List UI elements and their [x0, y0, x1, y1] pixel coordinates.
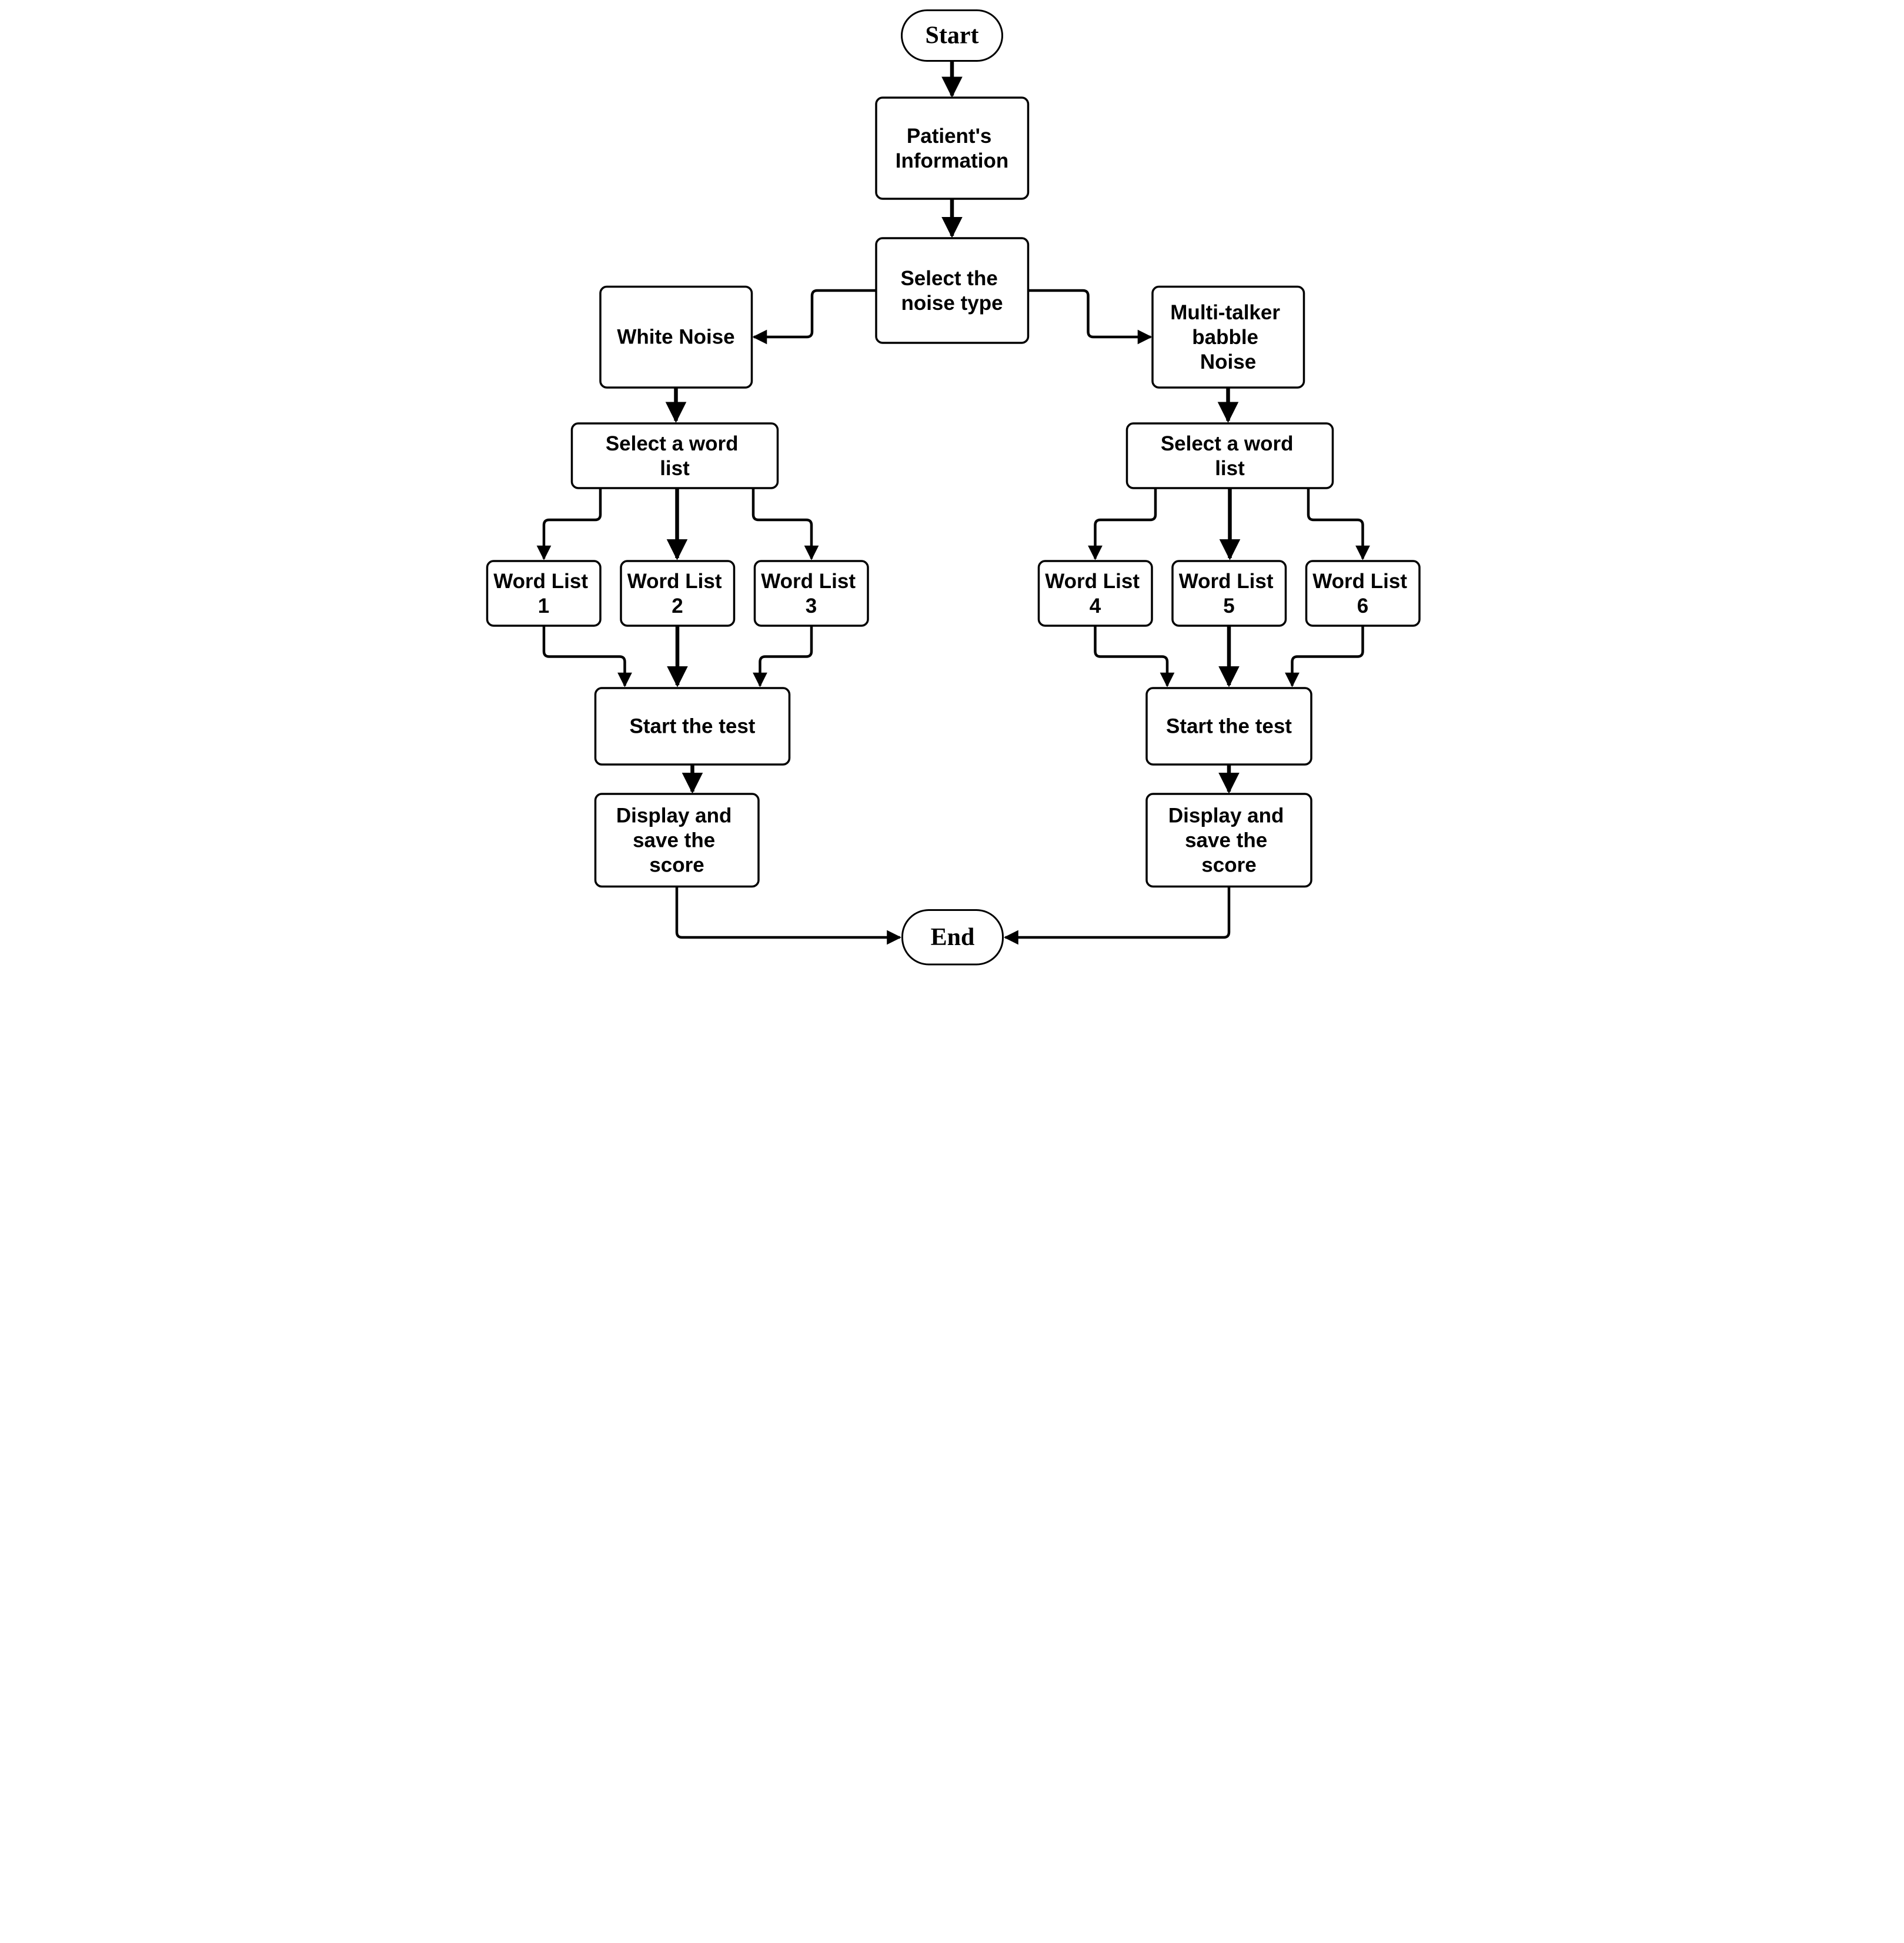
word-list-6-label: Word List 6 — [1312, 570, 1412, 617]
node-select-word-list-right: Select a word list — [1125, 422, 1334, 489]
patient-information-box — [874, 96, 1029, 200]
edge-noise-to-babble-noise — [1028, 289, 1152, 345]
select-word-list-right-box — [1125, 422, 1334, 489]
select-noise-type-box — [874, 237, 1029, 344]
node-word-list-6: Word List 6 — [1305, 560, 1421, 627]
node-start-test-left: Start the test — [594, 687, 790, 766]
white-noise-label: White Noise — [617, 326, 734, 349]
display-save-right-box — [1145, 793, 1312, 888]
word-list-4-label: Word List 4 — [1045, 570, 1145, 617]
select-word-list-right-label: Select a word list — [1160, 432, 1298, 480]
word-list-2-label: Word List 2 — [627, 570, 727, 617]
word-list-1-box — [486, 560, 602, 627]
start-test-left-box — [594, 687, 790, 766]
patient-information-label: Patient's Information — [895, 125, 1008, 172]
word-list-5-box — [1171, 560, 1287, 627]
node-select-word-list-left: Select a word list — [570, 422, 779, 489]
display-save-right-label: Display and save the score — [1168, 804, 1289, 876]
edge-display-right-to-end — [1003, 886, 1230, 945]
multi-talker-babble-noise-label: Multi-talker babble Noise — [1170, 301, 1285, 373]
edge-select-left-to-word-list-1 — [536, 488, 602, 560]
word-list-3-label: Word List 3 — [761, 570, 861, 617]
node-word-list-4: Word List 4 — [1037, 560, 1153, 627]
edge-select-right-to-word-list-6 — [1307, 488, 1370, 560]
flowchart-canvas: Start Patient's Information Select the n… — [476, 0, 1428, 972]
node-word-list-3: Word List 3 — [753, 560, 869, 627]
node-display-save-left: Display and save the score — [594, 793, 760, 888]
white-noise-box — [599, 285, 753, 389]
edge-word-list-6-to-start-test-right — [1284, 626, 1364, 687]
node-multi-talker-babble-noise: Multi-talker babble Noise — [1151, 285, 1305, 389]
word-list-1-label: Word List 1 — [493, 570, 593, 617]
edge-noise-to-white-noise — [752, 289, 876, 345]
display-save-left-label: Display and save the score — [616, 804, 737, 876]
edge-word-list-4-to-start-test-right — [1093, 626, 1174, 687]
word-list-6-box — [1305, 560, 1421, 627]
node-patient-information: Patient's Information — [874, 96, 1029, 200]
word-list-5-label: Word List 5 — [1178, 570, 1278, 617]
node-select-noise-type: Select the noise type — [874, 237, 1029, 344]
edge-word-list-1-to-start-test-left — [542, 626, 632, 687]
edge-select-left-to-word-list-3 — [751, 488, 819, 560]
select-word-list-left-label: Select a word list — [605, 432, 743, 480]
node-end: End — [901, 909, 1004, 966]
node-start: Start — [900, 9, 1003, 62]
word-list-3-box — [753, 560, 869, 627]
multi-talker-babble-noise-box — [1151, 285, 1305, 389]
edges — [536, 61, 1370, 945]
node-display-save-right: Display and save the score — [1145, 793, 1312, 888]
word-list-2-box — [619, 560, 735, 627]
edge-word-list-3-to-start-test-left — [752, 626, 813, 687]
node-start-test-right: Start the test — [1145, 687, 1312, 766]
select-word-list-left-box — [570, 422, 779, 489]
flowchart-svg: Start Patient's Information Select the n… — [476, 0, 1428, 972]
edge-select-right-to-word-list-4 — [1087, 488, 1157, 560]
start-test-right-box — [1145, 687, 1312, 766]
node-word-list-2: Word List 2 — [619, 560, 735, 627]
node-word-list-5: Word List 5 — [1171, 560, 1287, 627]
display-save-left-box — [594, 793, 760, 888]
start-test-right-label: Start the test — [1166, 715, 1292, 738]
start-label: Start — [925, 22, 978, 49]
end-terminator-shape — [901, 909, 1004, 966]
end-label: End — [930, 924, 974, 951]
edge-display-left-to-end — [675, 886, 901, 945]
node-white-noise: White Noise — [599, 285, 753, 389]
select-noise-type-label: Select the noise type — [900, 267, 1003, 315]
start-terminator-shape — [900, 9, 1003, 62]
node-word-list-1: Word List 1 — [486, 560, 602, 627]
start-test-left-label: Start the test — [629, 715, 755, 738]
word-list-4-box — [1037, 560, 1153, 627]
